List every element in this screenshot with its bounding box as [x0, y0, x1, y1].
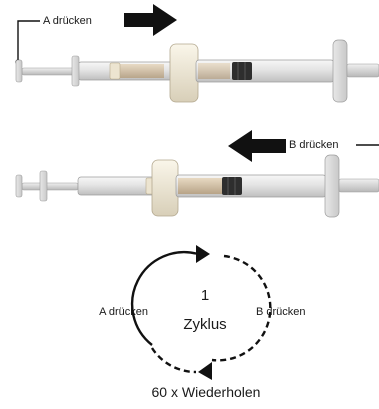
plunger-rod-a-bottom	[22, 183, 78, 190]
plunger-rod-b	[347, 64, 379, 77]
push-b-label: B drücken	[289, 139, 339, 151]
luer-connector-top	[170, 44, 198, 102]
stopper-b	[232, 62, 252, 80]
push-right-arrow	[124, 4, 177, 36]
cycle-number: 1	[201, 287, 209, 304]
push-a-label: A drücken	[43, 15, 92, 27]
plunger-thumb-a-bottom	[16, 175, 22, 197]
plunger-rod-b-bottom	[339, 179, 379, 192]
push-b-indicator: B drücken	[228, 130, 379, 162]
fluid-b	[198, 63, 230, 79]
repeat-instruction: 60 x Wiederholen	[152, 384, 261, 400]
fluid-a	[120, 64, 164, 78]
syringe-assembly-top	[16, 40, 379, 102]
syringe-flange-b	[333, 40, 347, 102]
push-a-indicator: A drücken	[15, 4, 177, 65]
stopper-b-bottom	[222, 177, 242, 195]
luer-connector-bottom	[152, 160, 178, 216]
syringe-flange-a	[72, 56, 79, 86]
plunger-thumb-a	[16, 60, 22, 82]
syringe-assembly-bottom	[16, 155, 379, 217]
cycle-arrowhead-top	[196, 245, 210, 263]
stopper-a	[110, 63, 120, 79]
plunger-rod-a	[22, 68, 78, 75]
cycle-arc-bottom-left	[152, 348, 196, 372]
cycle-label-b: B drücken	[256, 306, 306, 318]
push-left-arrow	[228, 130, 286, 162]
cycle-diagram: 1 Zyklus A drücken B drücken	[99, 245, 305, 380]
fluid-b-bottom	[178, 178, 222, 194]
cycle-label-a: A drücken	[99, 306, 148, 318]
syringe-flange-a-bottom	[40, 171, 47, 201]
cycle-word: Zyklus	[183, 316, 226, 333]
push-a-leader-line	[18, 21, 40, 60]
syringe-flange-b-bottom	[325, 155, 339, 217]
cycle-arrowhead-bottom	[198, 362, 212, 380]
